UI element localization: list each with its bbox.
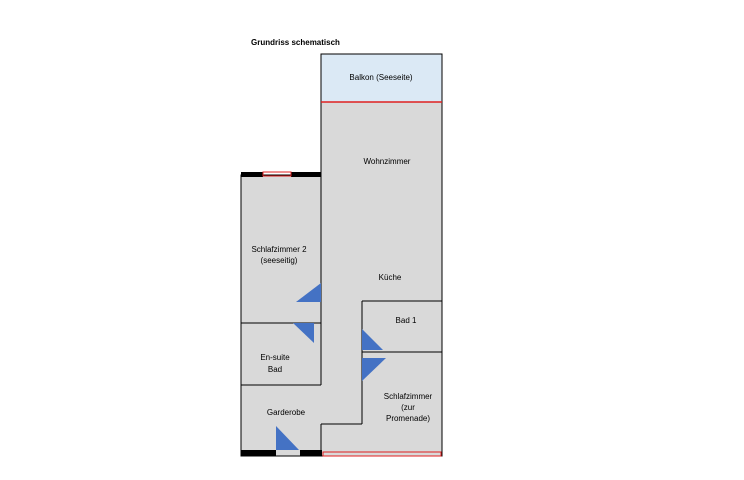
main-floor-area bbox=[321, 102, 442, 456]
floor-areas bbox=[241, 54, 442, 456]
thick-wall-segments bbox=[241, 172, 322, 456]
window-schlafzimmer2 bbox=[262, 171, 292, 177]
thick-wall-top-right bbox=[291, 172, 321, 177]
door-bad1 bbox=[362, 329, 383, 350]
door-entrance bbox=[276, 426, 299, 450]
room-label-garderobe: Garderobe bbox=[267, 408, 306, 417]
room-label-kueche: Küche bbox=[379, 273, 402, 282]
room-label-schlafzimmer2-line1: Schlafzimmer 2 bbox=[251, 245, 307, 254]
doors bbox=[276, 283, 386, 450]
room-label-balkon: Balkon (Seeseite) bbox=[349, 73, 412, 82]
room-labels: Balkon (Seeseite) Wohnzimmer Schlafzimme… bbox=[251, 73, 432, 423]
room-label-schlafzimmer-promenade-line2: (zur bbox=[401, 403, 415, 412]
thick-wall-top-left bbox=[241, 172, 263, 177]
room-label-schlafzimmer-promenade-line1: Schlafzimmer bbox=[384, 392, 433, 401]
room-label-schlafzimmer-promenade-line3: Promenade) bbox=[386, 414, 430, 423]
door-ensuite bbox=[293, 323, 314, 343]
door-schlafzimmer-promenade bbox=[362, 358, 386, 381]
windows bbox=[262, 101, 442, 457]
balcony-area bbox=[321, 54, 442, 102]
room-label-ensuite-line1: En-suite bbox=[260, 353, 290, 362]
room-label-schlafzimmer2-line2: (seeseitig) bbox=[261, 256, 298, 265]
room-label-bad1: Bad 1 bbox=[396, 316, 417, 325]
door-schlafzimmer2 bbox=[296, 283, 321, 302]
window-schlafzimmer-promenade bbox=[322, 451, 442, 457]
room-label-wohnzimmer: Wohnzimmer bbox=[364, 157, 411, 166]
thick-wall-bottom-left bbox=[241, 450, 276, 456]
plan-title: Grundriss schematisch bbox=[251, 38, 340, 47]
room-label-ensuite-line2: Bad bbox=[268, 365, 282, 374]
left-wing-floor-area bbox=[241, 175, 321, 456]
thick-wall-bottom-mid bbox=[300, 450, 322, 456]
